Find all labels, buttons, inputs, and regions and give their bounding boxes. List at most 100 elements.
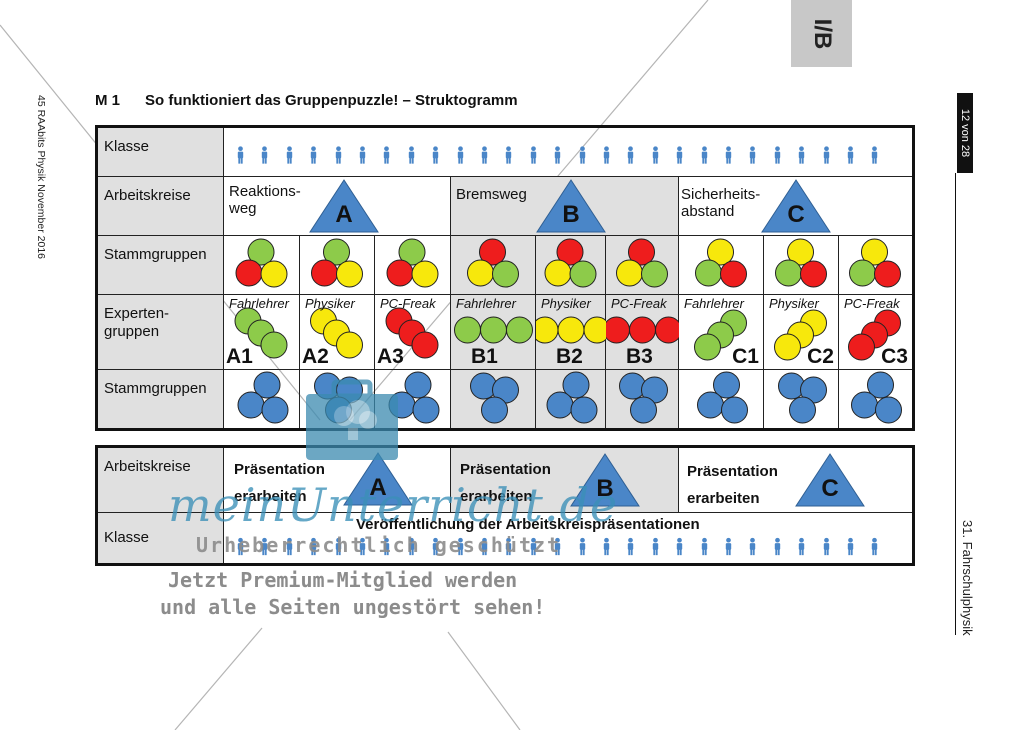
- green-circle: [454, 316, 481, 344]
- stammgruppe-cell: [606, 236, 679, 295]
- row-label-expertengruppen: Experten- gruppen: [98, 295, 224, 370]
- person-icon: [384, 146, 390, 164]
- section-tab: I/B: [791, 0, 852, 67]
- red-circle: [411, 331, 439, 359]
- expert-group-code: A1: [226, 345, 253, 368]
- blue-circle: [404, 371, 432, 399]
- klasse-row: [224, 128, 912, 177]
- yellow-circle: [787, 238, 814, 266]
- person-icon: [457, 537, 463, 556]
- briefcase-watermark-icon: [304, 378, 400, 464]
- stammgruppe-cell-2: [606, 370, 679, 428]
- person-icon: [481, 146, 488, 164]
- triangle-letter-a: A: [335, 201, 353, 228]
- stammgruppe-circles-blue: [778, 372, 827, 424]
- yellow-circle: [336, 260, 363, 288]
- stammgruppe-cell: [679, 236, 764, 295]
- person-icon: [603, 537, 610, 556]
- person-icon: [579, 537, 585, 556]
- watermark-line-3: und alle Seiten ungestört sehen!: [160, 595, 546, 619]
- page-badge-label: 12 von 28: [959, 108, 971, 158]
- person-icon: [457, 146, 463, 164]
- stammgruppe-circles: [467, 238, 519, 288]
- expertengruppe-circles: [385, 307, 439, 359]
- unit-margin: 31. Fahrschulphysik: [960, 520, 977, 640]
- person-icon: [847, 537, 854, 556]
- blue-circle: [546, 391, 574, 419]
- person-icon: [481, 537, 488, 556]
- person-icon: [823, 537, 829, 556]
- green-circle: [506, 316, 533, 344]
- class-people: [236, 145, 896, 169]
- person-icon: [554, 146, 561, 164]
- blue-circle: [697, 391, 724, 419]
- green-circle: [247, 238, 275, 266]
- yellow-circle: [544, 259, 572, 287]
- person-icon: [701, 537, 707, 556]
- green-circle: [695, 259, 722, 287]
- row-label-stammgruppen-2: Stammgruppen: [98, 370, 224, 428]
- expertengruppe-circles: [234, 307, 288, 359]
- blue-circle: [562, 371, 590, 399]
- blue-circle: [789, 396, 816, 424]
- expert-group-code: C2: [807, 345, 834, 368]
- triangle-2-c: C: [795, 453, 865, 507]
- row-label-stammgruppen: Stammgruppen: [98, 236, 224, 295]
- triangle-2-letter-b: B: [596, 475, 614, 502]
- person-icon: [628, 537, 634, 556]
- person-icon: [506, 146, 512, 164]
- presentation-text-c: Präsentation erarbeiten: [687, 463, 778, 507]
- person-icon: [408, 146, 414, 164]
- person-icon: [750, 146, 756, 164]
- yellow-circle: [536, 316, 559, 344]
- person-icon: [628, 146, 634, 164]
- stammgruppe-cell-2: [679, 370, 764, 428]
- green-circle: [398, 238, 426, 266]
- person-icon: [359, 537, 366, 556]
- stammgruppe-circles-blue: [851, 371, 902, 424]
- presentation-text-a: Präsentation erarbeiten: [234, 461, 325, 505]
- person-icon: [725, 146, 732, 164]
- person-icon: [286, 146, 292, 164]
- blue-circle: [630, 396, 657, 424]
- watermark-line-2: Jetzt Premium-Mitglied werden: [168, 568, 518, 592]
- blue-circle: [412, 396, 440, 424]
- yellow-circle: [616, 259, 643, 287]
- person-icon: [652, 537, 658, 556]
- arbeitskreis-cell-a: [224, 177, 451, 236]
- green-circle: [694, 333, 721, 361]
- expertengruppe-circles: [310, 307, 363, 359]
- triangle-2-letter-c: C: [821, 475, 839, 502]
- section-tab-label: I/B: [808, 18, 836, 49]
- triangle-2-a: A: [343, 452, 413, 506]
- stammgruppe-cell-2: [224, 370, 300, 428]
- yellow-circle: [467, 259, 494, 287]
- triangle-b: B: [536, 179, 606, 233]
- person-icon: [676, 146, 683, 164]
- blue-circle: [713, 371, 740, 399]
- person-icon: [774, 146, 780, 164]
- stammgruppe-cell: [375, 236, 451, 295]
- publication-margin: 45 RAAbits Physik November 2016: [35, 95, 59, 259]
- stammgruppe-cell-2: [839, 370, 912, 428]
- stammgruppe-cell: [224, 236, 300, 295]
- row-label-arbeitskreise: Arbeitskreise: [98, 177, 224, 236]
- blue-circle: [470, 372, 497, 400]
- blue-circle: [778, 372, 805, 400]
- watermark-logo: meinUnterricht.de: [168, 478, 619, 532]
- presentation-cell-a: [224, 448, 451, 513]
- stammgruppe-circles: [235, 238, 288, 288]
- person-icon: [872, 537, 878, 556]
- person-icon: [774, 537, 780, 556]
- stammgruppe-circles: [775, 238, 827, 288]
- expert-role-label: Fahrlehrer: [684, 296, 744, 311]
- row-label-klasse: Klasse: [98, 128, 224, 177]
- material-number: M 1: [95, 92, 121, 109]
- person-icon: [506, 537, 512, 556]
- blue-circle: [851, 391, 878, 419]
- person-icon: [384, 537, 390, 556]
- stammgruppe-circles-blue: [470, 372, 519, 424]
- expert-role-label: Fahrlehrer: [229, 296, 289, 311]
